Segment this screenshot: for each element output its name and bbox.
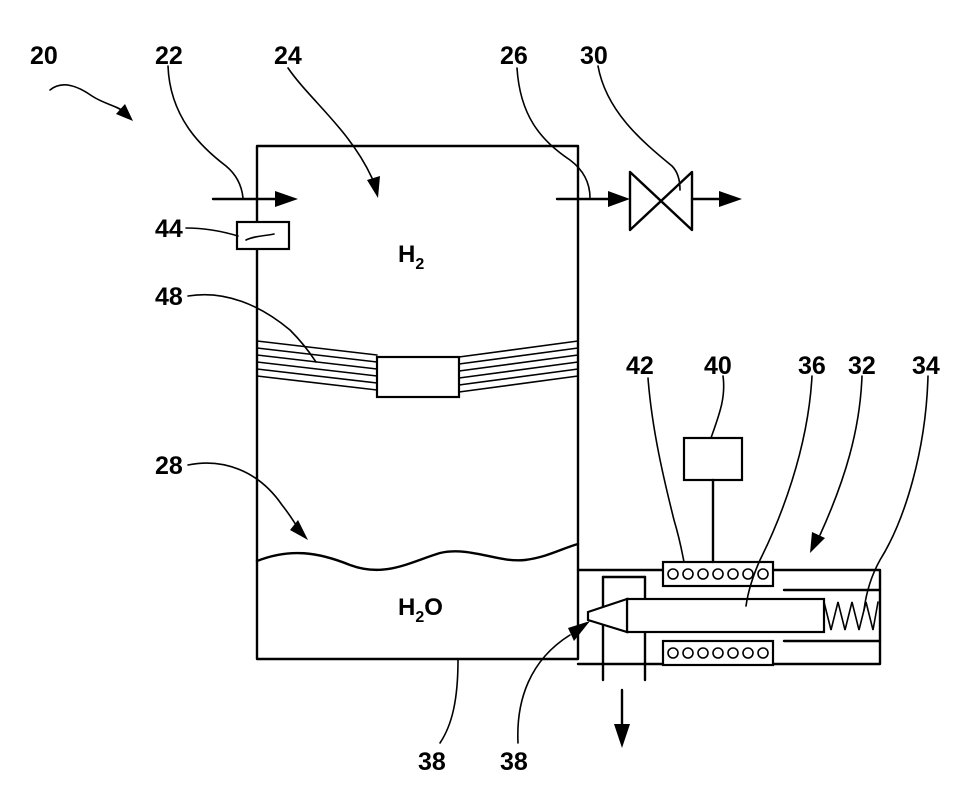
liquid-label: H2O: [398, 594, 443, 626]
tank-wall: [257, 146, 578, 659]
label-liquid: 28: [155, 452, 183, 480]
plunger: [627, 599, 824, 632]
gas-label: H2: [398, 241, 424, 273]
label-inlet: 22: [155, 42, 183, 70]
spring: [824, 602, 878, 630]
label-outlet: 26: [500, 42, 528, 70]
liquid-surface: [257, 544, 578, 570]
label-controller: 40: [704, 352, 732, 380]
label-nozzle: 38: [500, 748, 528, 776]
label-coil: 42: [626, 352, 654, 380]
dispense-arrowhead: [614, 724, 630, 748]
label-sensor: 44: [155, 215, 183, 243]
actuator-assembly: [578, 562, 880, 680]
label-headspace: 24: [274, 42, 302, 70]
label-valve: 30: [580, 42, 608, 70]
valve-outlet-arrowhead: [719, 191, 742, 207]
separator-membrane: [257, 341, 578, 397]
valve-symbol: [630, 172, 692, 230]
nozzle-tip: [588, 599, 627, 632]
label-actuator: 32: [848, 352, 876, 380]
label-separator: 48: [155, 283, 183, 311]
label-system: 20: [30, 42, 58, 70]
inlet-arrowhead: [275, 191, 298, 207]
label-spring: 34: [912, 352, 940, 380]
label-plunger: 36: [798, 352, 826, 380]
label-bottom-wall: 38: [418, 748, 446, 776]
controller-box: [684, 438, 742, 480]
outlet-arrowhead: [608, 191, 630, 207]
